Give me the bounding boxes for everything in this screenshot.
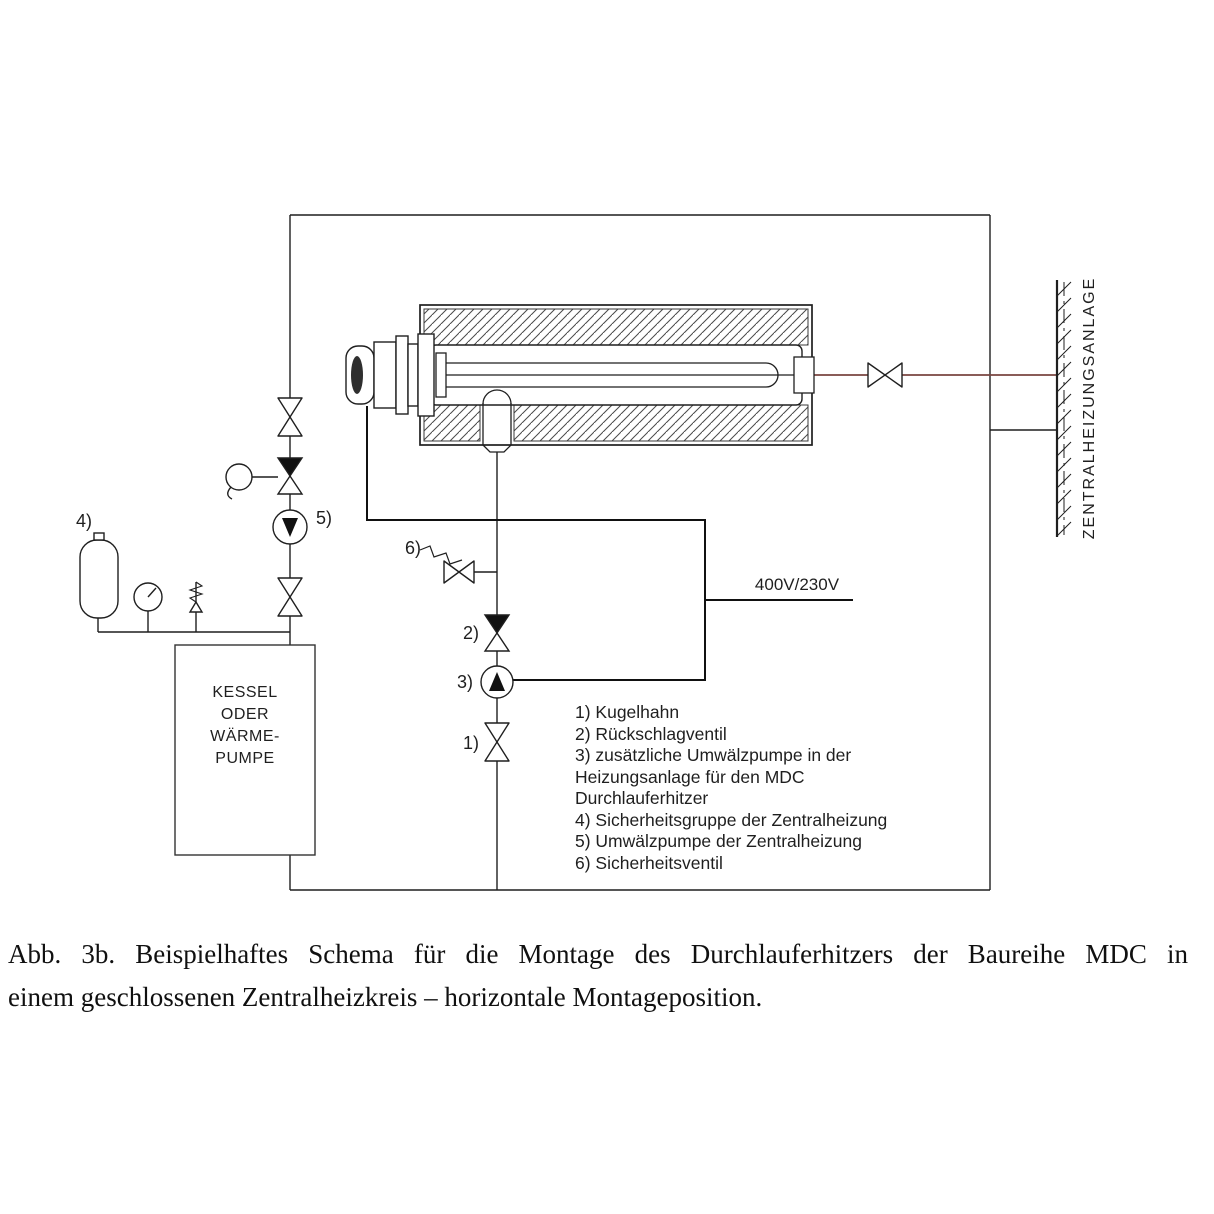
- caption-line-2: einem geschlossenen Zentralheizkreis – h…: [8, 981, 763, 1012]
- wire-heater: [366, 406, 706, 681]
- output-valve-icon: [867, 362, 903, 388]
- electrical-wiring: [366, 406, 853, 681]
- check-valve-left-icon-top: [276, 457, 304, 478]
- kessel-label-3: WÄRME-: [210, 727, 280, 745]
- heater-vessel: [345, 304, 815, 453]
- legend-line-2: 2) Rückschlagventil: [575, 724, 727, 744]
- legend-line-5: Durchlauferhitzer: [575, 788, 708, 808]
- mini-safety-valve: [188, 581, 204, 613]
- caption-line-1: Abb. 3b. Beispielhaftes Schema für die M…: [8, 939, 1188, 969]
- callout-1: 1): [463, 733, 479, 753]
- legend-line-8: 6) Sicherheitsventil: [575, 853, 723, 873]
- ball-valve-left-bottom-icon: [277, 577, 303, 617]
- center-branch: [419, 545, 514, 762]
- callout-3: 3): [457, 672, 473, 692]
- connection-head: [345, 333, 435, 417]
- expansion-vessel: [79, 539, 119, 619]
- heating-element: [435, 352, 794, 398]
- check-valve-2-top: [483, 614, 511, 635]
- safety-group: [79, 532, 204, 619]
- kessel-label-1: KESSEL: [212, 684, 277, 701]
- legend-line-7: 5) Umwälzpumpe der Zentralheizung: [575, 831, 862, 851]
- figure-caption: Abb. 3b. Beispielhaftes Schema für die M…: [8, 934, 1188, 1017]
- kessel-label-2: ODER: [221, 706, 269, 723]
- gauge-left-icon: [225, 463, 253, 491]
- legend-line-1: 1) Kugelhahn: [575, 702, 679, 722]
- right-end-fitting: [793, 356, 815, 394]
- heater-output: [814, 362, 1057, 388]
- kessel-label-4: PUMPE: [215, 750, 274, 767]
- voltage-label: 400V/230V: [755, 575, 840, 594]
- callout-5: 5): [316, 508, 332, 528]
- left-branch: [225, 397, 308, 617]
- callout-4: 4): [76, 511, 92, 531]
- legend-line-4: Heizungsanlage für den MDC: [575, 767, 805, 787]
- callout-6: 6): [405, 538, 421, 558]
- schematic-diagram: ZENTRALHEIZUNGSANLAGE: [76, 214, 1098, 891]
- outlet-nozzle: [482, 389, 512, 453]
- ball-valve-1-icon: [484, 722, 510, 762]
- check-valve-2-bottom: [483, 631, 511, 652]
- kessel-box: KESSEL ODER WÄRME- PUMPE: [174, 644, 316, 856]
- safety-valve-6: [419, 545, 497, 584]
- legend-line-6: 4) Sicherheitsgruppe der Zentralheizung: [575, 810, 887, 830]
- wall-label: ZENTRALHEIZUNGSANLAGE: [1081, 277, 1098, 539]
- ball-valve-left-top-icon: [277, 397, 303, 437]
- check-valve-left-icon-bottom: [276, 474, 304, 495]
- wall-symbol: ZENTRALHEIZUNGSANLAGE: [1055, 277, 1098, 539]
- callout-2: 2): [463, 623, 479, 643]
- legend: 1) Kugelhahn 2) Rückschlagventil 3) zusä…: [575, 702, 887, 873]
- legend-line-3: 3) zusätzliche Umwälzpumpe in der: [575, 745, 851, 765]
